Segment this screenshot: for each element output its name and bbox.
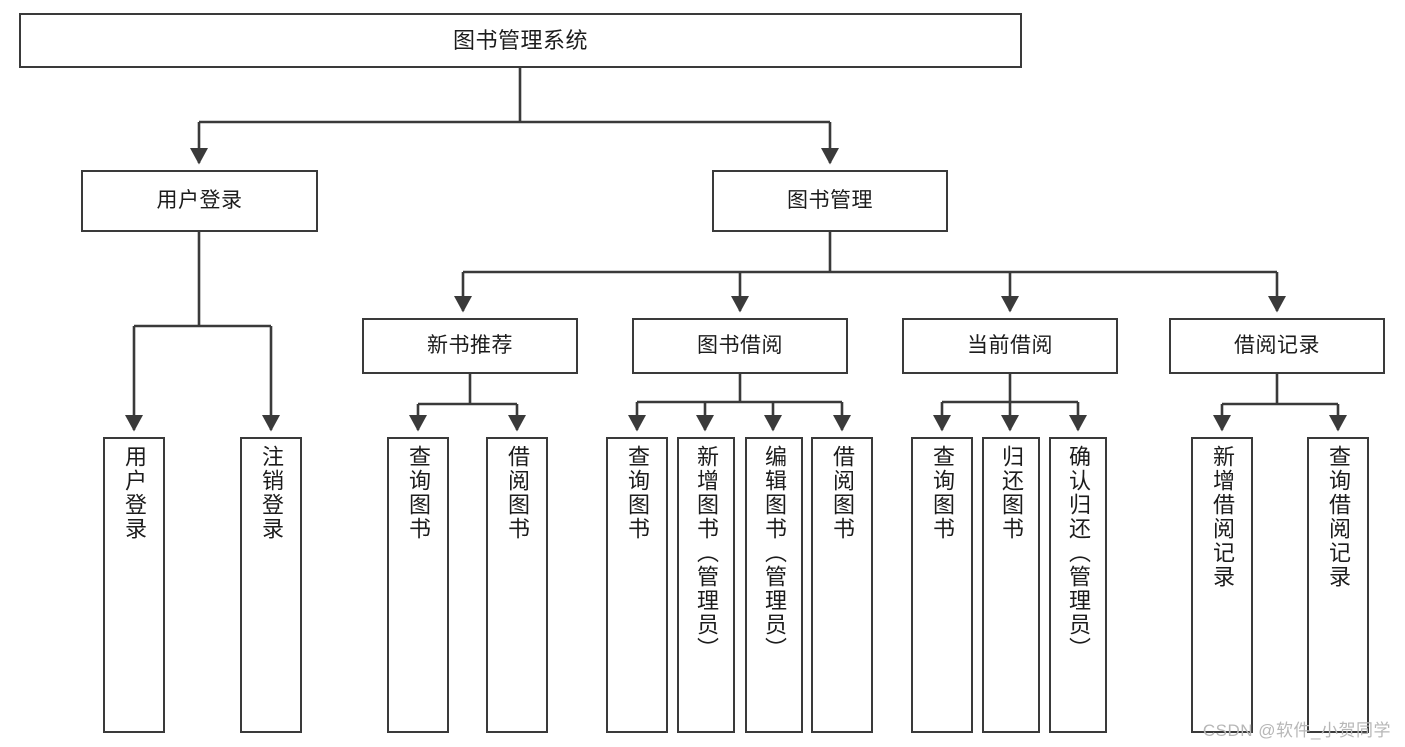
node-new-book-recommend[interactable]: 新书推荐	[362, 318, 578, 374]
node-label: 图书借阅	[697, 333, 783, 357]
csdn-watermark: CSDN @软件_小贺同学	[1202, 721, 1391, 740]
node-root-system[interactable]: 图书管理系统	[19, 13, 1022, 68]
node-label: 编辑图书（管理员）	[762, 445, 787, 661]
leaf-current-return-book[interactable]: 归还图书	[982, 437, 1040, 733]
node-label: 借阅记录	[1234, 333, 1320, 357]
node-book-borrow[interactable]: 图书借阅	[632, 318, 848, 374]
node-label: 查询借阅记录	[1326, 445, 1351, 589]
node-label: 用户登录	[156, 188, 243, 212]
node-user-login[interactable]: 用户登录	[81, 170, 318, 232]
node-borrow-record[interactable]: 借阅记录	[1169, 318, 1385, 374]
node-label: 图书管理	[787, 188, 873, 212]
node-label: 新书推荐	[427, 333, 513, 357]
leaf-record-add-record[interactable]: 新增借阅记录	[1191, 437, 1253, 733]
leaf-record-query-record[interactable]: 查询借阅记录	[1307, 437, 1369, 733]
node-label: 用户登录	[122, 445, 147, 541]
leaf-borrow-add-book-admin[interactable]: 新增图书（管理员）	[677, 437, 735, 733]
leaf-borrow-edit-book-admin[interactable]: 编辑图书（管理员）	[745, 437, 803, 733]
node-label: 图书管理系统	[452, 27, 588, 53]
node-label: 借阅图书	[830, 445, 855, 541]
leaf-borrow-query-book[interactable]: 查询图书	[606, 437, 668, 733]
leaf-recommend-query-book[interactable]: 查询图书	[387, 437, 449, 733]
node-label: 查询图书	[625, 445, 650, 541]
leaf-current-confirm-return-admin[interactable]: 确认归还（管理员）	[1049, 437, 1107, 733]
leaf-borrow-borrow-book[interactable]: 借阅图书	[811, 437, 873, 733]
node-book-management[interactable]: 图书管理	[712, 170, 948, 232]
node-label: 确认归还（管理员）	[1066, 445, 1091, 661]
leaf-recommend-borrow-book[interactable]: 借阅图书	[486, 437, 548, 733]
leaf-user-logout[interactable]: 注销登录	[240, 437, 302, 733]
node-label: 归还图书	[999, 445, 1024, 541]
node-label: 新增借阅记录	[1210, 445, 1235, 589]
node-label: 注销登录	[259, 445, 284, 541]
node-label: 新增图书（管理员）	[694, 445, 719, 661]
node-label: 查询图书	[930, 445, 955, 541]
node-label: 借阅图书	[505, 445, 530, 541]
node-label: 当前借阅	[967, 333, 1053, 357]
leaf-current-query-book[interactable]: 查询图书	[911, 437, 973, 733]
node-label: 查询图书	[406, 445, 431, 541]
node-current-borrow[interactable]: 当前借阅	[902, 318, 1118, 374]
leaf-user-login[interactable]: 用户登录	[103, 437, 165, 733]
